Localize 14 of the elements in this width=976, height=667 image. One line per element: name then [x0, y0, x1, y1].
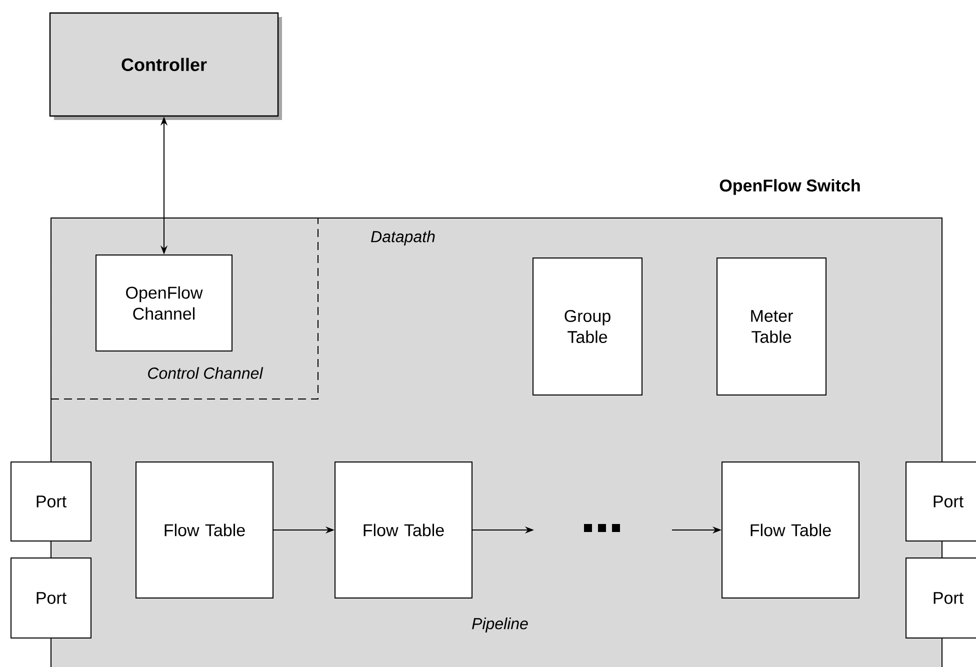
- region-label: Datapath: [371, 230, 435, 246]
- table-box: Meter Table: [716, 258, 827, 396]
- table-box: Group Table: [532, 258, 642, 396]
- table-box: Flow Table: [136, 462, 274, 598]
- table-box: Port: [906, 462, 976, 542]
- region-label: Pipeline: [472, 618, 528, 632]
- table-box: Flow Table: [334, 462, 472, 598]
- table-box: Flow Table: [722, 462, 860, 598]
- table-box: OpenFlow Channel: [96, 254, 232, 352]
- controller-box: Controller: [49, 12, 282, 120]
- node-label: OpenFlow Switch: [720, 179, 860, 195]
- table-box: Port: [906, 558, 976, 638]
- table-box: Port: [10, 558, 92, 638]
- table-box: Port: [10, 462, 92, 542]
